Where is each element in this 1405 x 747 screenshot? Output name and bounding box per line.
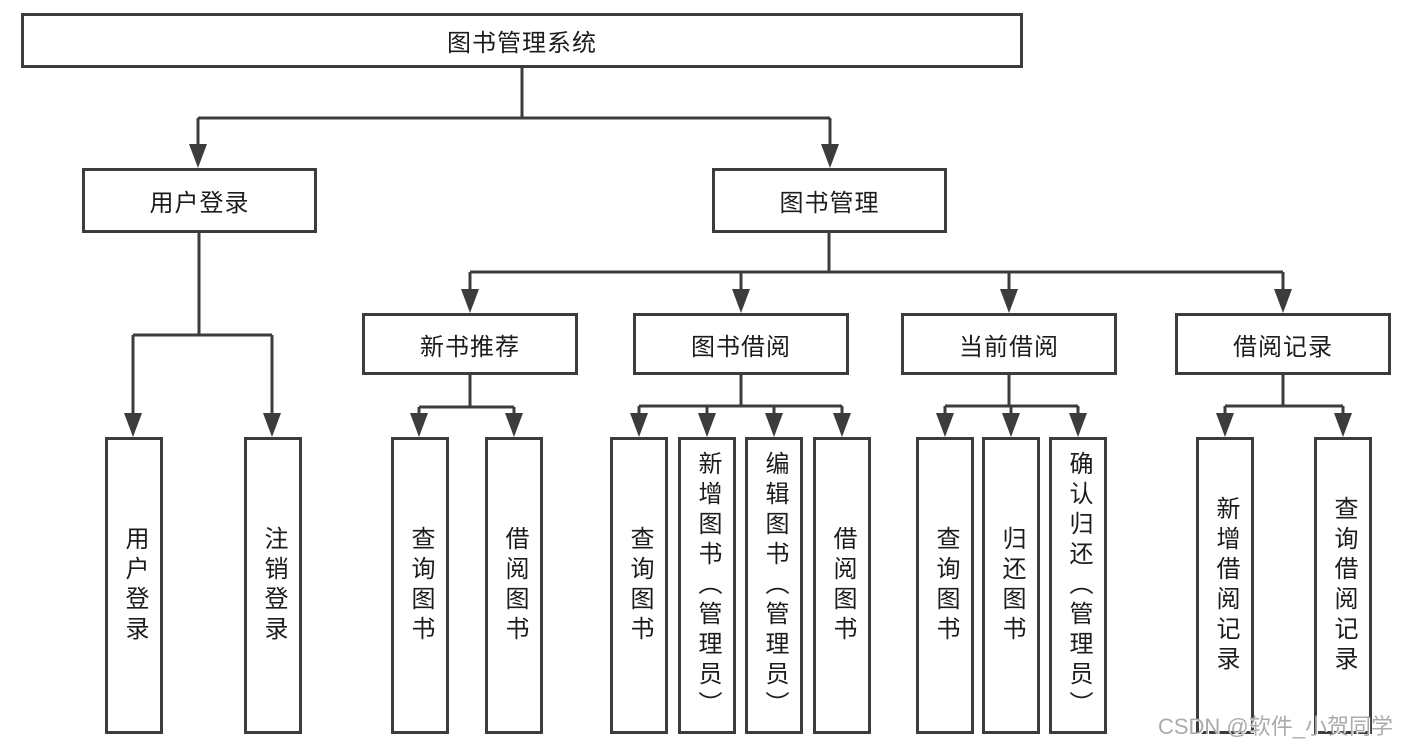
- leaf-borrow-books-recommend-label: 借阅图书: [501, 525, 528, 646]
- leaf-user-login-label: 用户登录: [121, 525, 148, 646]
- node-borrowing-records-label: 借阅记录: [1233, 333, 1333, 361]
- leaf-edit-books-admin-label: 编辑图书（管理员）: [761, 450, 788, 721]
- leaf-query-books-recommend-label: 查询图书: [407, 525, 434, 646]
- leaf-query-borrow-record: 查询借阅记录: [1314, 437, 1372, 734]
- node-current-borrowing-label: 当前借阅: [959, 333, 1059, 361]
- node-user-login-label: 用户登录: [149, 190, 250, 217]
- leaf-logout-label: 注销登录: [260, 525, 287, 646]
- node-current-borrowing: 当前借阅: [901, 313, 1117, 375]
- leaf-add-borrow-record: 新增借阅记录: [1196, 437, 1254, 734]
- leaf-add-books-admin-label: 新增图书（管理员）: [694, 450, 721, 721]
- node-book-borrowing-label: 图书借阅: [691, 333, 791, 361]
- node-new-book-recommend: 新书推荐: [362, 313, 578, 375]
- node-borrowing-records: 借阅记录: [1175, 313, 1391, 375]
- leaf-query-books-recommend: 查询图书: [391, 437, 449, 734]
- leaf-edit-books-admin: 编辑图书（管理员）: [745, 437, 803, 734]
- node-root: 图书管理系统: [21, 13, 1023, 68]
- leaf-query-books-borrowing: 查询图书: [610, 437, 668, 734]
- node-book-borrowing: 图书借阅: [633, 313, 849, 375]
- leaf-query-books-borrowing-label: 查询图书: [626, 525, 653, 646]
- leaf-add-borrow-record-label: 新增借阅记录: [1212, 495, 1239, 676]
- leaf-logout: 注销登录: [244, 437, 302, 734]
- leaf-confirm-return-admin: 确认归还（管理员）: [1049, 437, 1107, 734]
- leaf-borrow-books-borrowing-label: 借阅图书: [829, 525, 856, 646]
- leaf-query-borrow-record-label: 查询借阅记录: [1330, 495, 1357, 676]
- csdn-watermark: CSDN @软件_小贺同学: [1157, 714, 1393, 739]
- leaf-return-books-label: 归还图书: [998, 525, 1025, 646]
- leaf-return-books: 归还图书: [982, 437, 1040, 734]
- node-new-book-recommend-label: 新书推荐: [420, 333, 520, 361]
- node-user-login: 用户登录: [82, 168, 317, 233]
- leaf-confirm-return-admin-label: 确认归还（管理员）: [1065, 450, 1092, 721]
- leaf-add-books-admin: 新增图书（管理员）: [678, 437, 736, 734]
- leaf-user-login: 用户登录: [105, 437, 163, 734]
- leaf-borrow-books-recommend: 借阅图书: [485, 437, 543, 734]
- leaf-borrow-books-borrowing: 借阅图书: [813, 437, 871, 734]
- arrowheads: [124, 144, 1352, 437]
- leaf-query-books-current: 查询图书: [916, 437, 974, 734]
- node-root-label: 图书管理系统: [447, 30, 597, 57]
- node-book-management-label: 图书管理: [779, 190, 880, 217]
- leaf-query-books-current-label: 查询图书: [932, 525, 959, 646]
- node-book-management: 图书管理: [712, 168, 947, 233]
